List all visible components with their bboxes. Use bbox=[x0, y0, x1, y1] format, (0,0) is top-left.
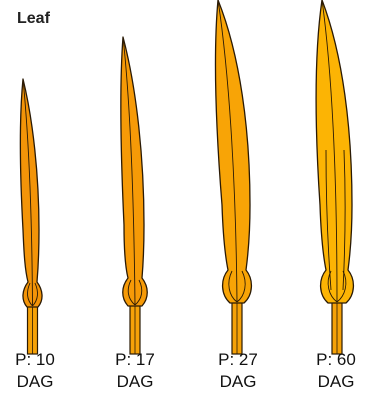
leaf-caption-p10: P: 10 DAG bbox=[0, 349, 70, 393]
leaf-caption-p60: P: 60 DAG bbox=[301, 349, 371, 393]
leaf-stage-label: P: 17 bbox=[100, 349, 170, 371]
leaf-unit-label: DAG bbox=[203, 371, 273, 393]
leaf-caption-p17: P: 17 DAG bbox=[100, 349, 170, 393]
leaf-stage-label: P: 10 bbox=[0, 349, 70, 371]
leaf-unit-label: DAG bbox=[301, 371, 371, 393]
leaf-p60-blade bbox=[316, 0, 353, 303]
leaf-p60 bbox=[316, 0, 353, 354]
leaf-unit-label: DAG bbox=[0, 371, 70, 393]
leaf-caption-p27: P: 27 DAG bbox=[203, 349, 273, 393]
leaf-stage-label: P: 60 bbox=[301, 349, 371, 371]
leaf-p10 bbox=[20, 79, 42, 354]
leaf-p10-blade bbox=[20, 79, 42, 307]
panel-title: Leaf bbox=[17, 9, 50, 29]
leaf-p17-blade bbox=[121, 37, 147, 306]
leaf-unit-label: DAG bbox=[100, 371, 170, 393]
leaf-p27-blade bbox=[215, 0, 251, 303]
leaf-p27 bbox=[215, 0, 251, 354]
leaf-stage-label: P: 27 bbox=[203, 349, 273, 371]
leaf-p17 bbox=[121, 37, 147, 354]
